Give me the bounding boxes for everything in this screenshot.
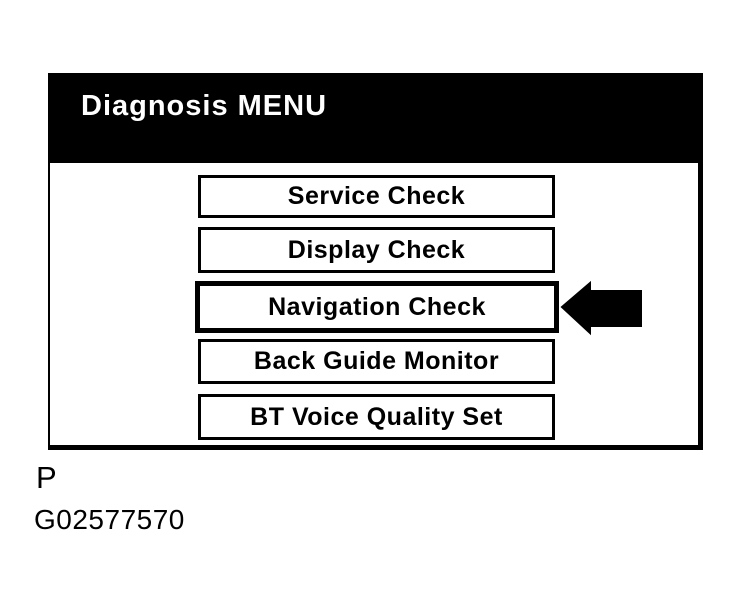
selection-left-arrow-icon xyxy=(558,278,646,338)
menu-button-label: Service Check xyxy=(287,182,466,210)
menu-button-service-check[interactable]: Service Check xyxy=(198,175,555,218)
figure-id: G02577570 xyxy=(34,504,185,535)
menu-button-navigation-check[interactable]: Navigation Check xyxy=(195,281,559,333)
page-marker: P xyxy=(36,460,57,495)
menu-button-display-check[interactable]: Display Check xyxy=(198,227,555,273)
menu-button-bt-voice-quality-set[interactable]: BT Voice Quality Set xyxy=(198,394,555,440)
screen-title: Diagnosis MENU xyxy=(81,90,328,122)
menu-button-label: Display Check xyxy=(287,235,466,264)
menu-button-back-guide-monitor[interactable]: Back Guide Monitor xyxy=(198,339,555,384)
menu-button-label: Navigation Check xyxy=(268,292,486,321)
menu-button-label: Back Guide Monitor xyxy=(253,347,500,375)
menu-button-label: BT Voice Quality Set xyxy=(250,402,503,431)
screen-header: Diagnosis MENU xyxy=(50,73,698,163)
diagnosis-menu-screen: Diagnosis MENU xyxy=(48,73,703,450)
